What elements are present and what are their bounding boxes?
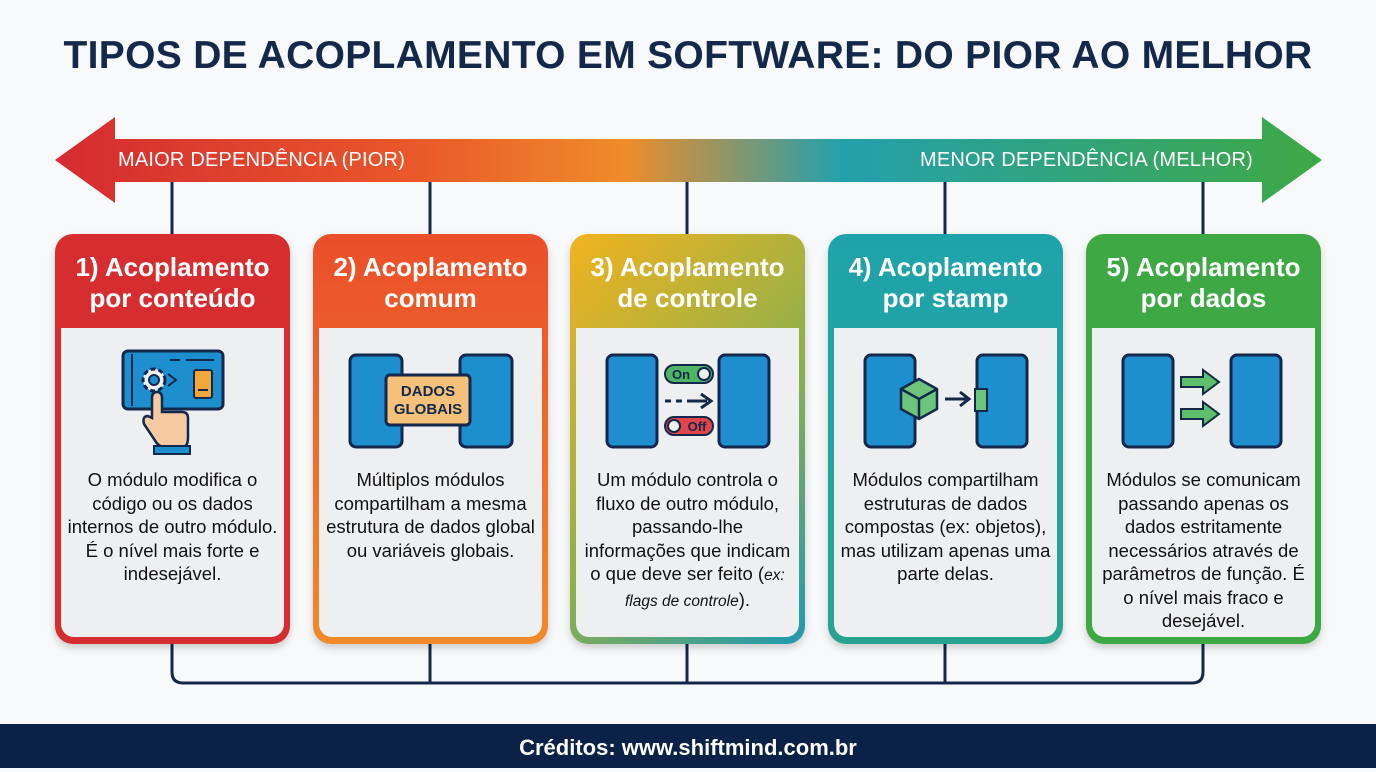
off-flag-label: Off [687,419,706,434]
control-flags-icon: On Off [605,353,770,449]
card-control-coupling: 3) Acoplamento de controle On Off Um mód… [570,234,805,644]
card-title: 2) Acoplamento comum [333,252,528,313]
page-title: TIPOS DE ACOPLAMENTO EM SOFTWARE: DO PIO… [63,34,1313,77]
description-note: ex: flags de controle [624,567,785,610]
cube-transfer-icon [863,353,1028,449]
card-content-coupling: 1) Acoplamento por conteúdo O módulo mod… [55,234,290,644]
card-body: Módulos compartilham estruturas de dados… [834,328,1057,637]
global-data-label: DADOS [400,383,454,400]
data-arrows-icon [1121,353,1282,449]
card-body: On Off Um módulo controla o fluxo de out… [576,328,799,637]
card-common-coupling: 2) Acoplamento comum DADOS GLOBAIS Múlti… [313,234,548,644]
card-stamp-coupling: 4) Acoplamento por stamp Módulos compart… [828,234,1063,644]
on-flag-label: On [671,367,689,382]
card-description: O módulo modifica o código ou os dados i… [67,469,278,584]
card-description: Múltiplos módulos compartilham a mesma e… [326,469,535,561]
worst-dependency-label: MAIOR DEPENDÊNCIA (PIOR) [118,149,406,171]
card-description: Módulos se comunicam passando apenas os … [1102,469,1305,631]
card-title: 3) Acoplamento de controle [590,252,785,313]
card-body: Módulos se comunicam passando apenas os … [1092,328,1315,637]
dependency-arrow [55,117,1322,203]
global-data-icon: DADOS GLOBAIS [348,353,513,449]
card-connector-lines [170,182,1205,685]
card-title: 5) Acoplamento por dados [1106,252,1301,313]
card-title: 1) Acoplamento por conteúdo [75,252,270,313]
card-title: 4) Acoplamento por stamp [848,252,1043,313]
hand-pressing-gear-icon [121,349,224,455]
global-data-label: GLOBAIS [393,401,461,418]
card-body: O módulo modifica o código ou os dados i… [61,328,284,637]
card-description: Um módulo controla o fluxo de outro módu… [584,469,791,610]
best-dependency-label: MENOR DEPENDÊNCIA (MELHOR) [920,149,1254,171]
card-body: DADOS GLOBAIS Múltiplos módulos comparti… [319,328,542,637]
credits-footer: Créditos: www.shiftmind.com.br [0,724,1376,768]
card-data-coupling: 5) Acoplamento por dados Módulos se comu… [1086,234,1321,644]
card-description: Módulos compartilham estruturas de dados… [840,469,1051,584]
